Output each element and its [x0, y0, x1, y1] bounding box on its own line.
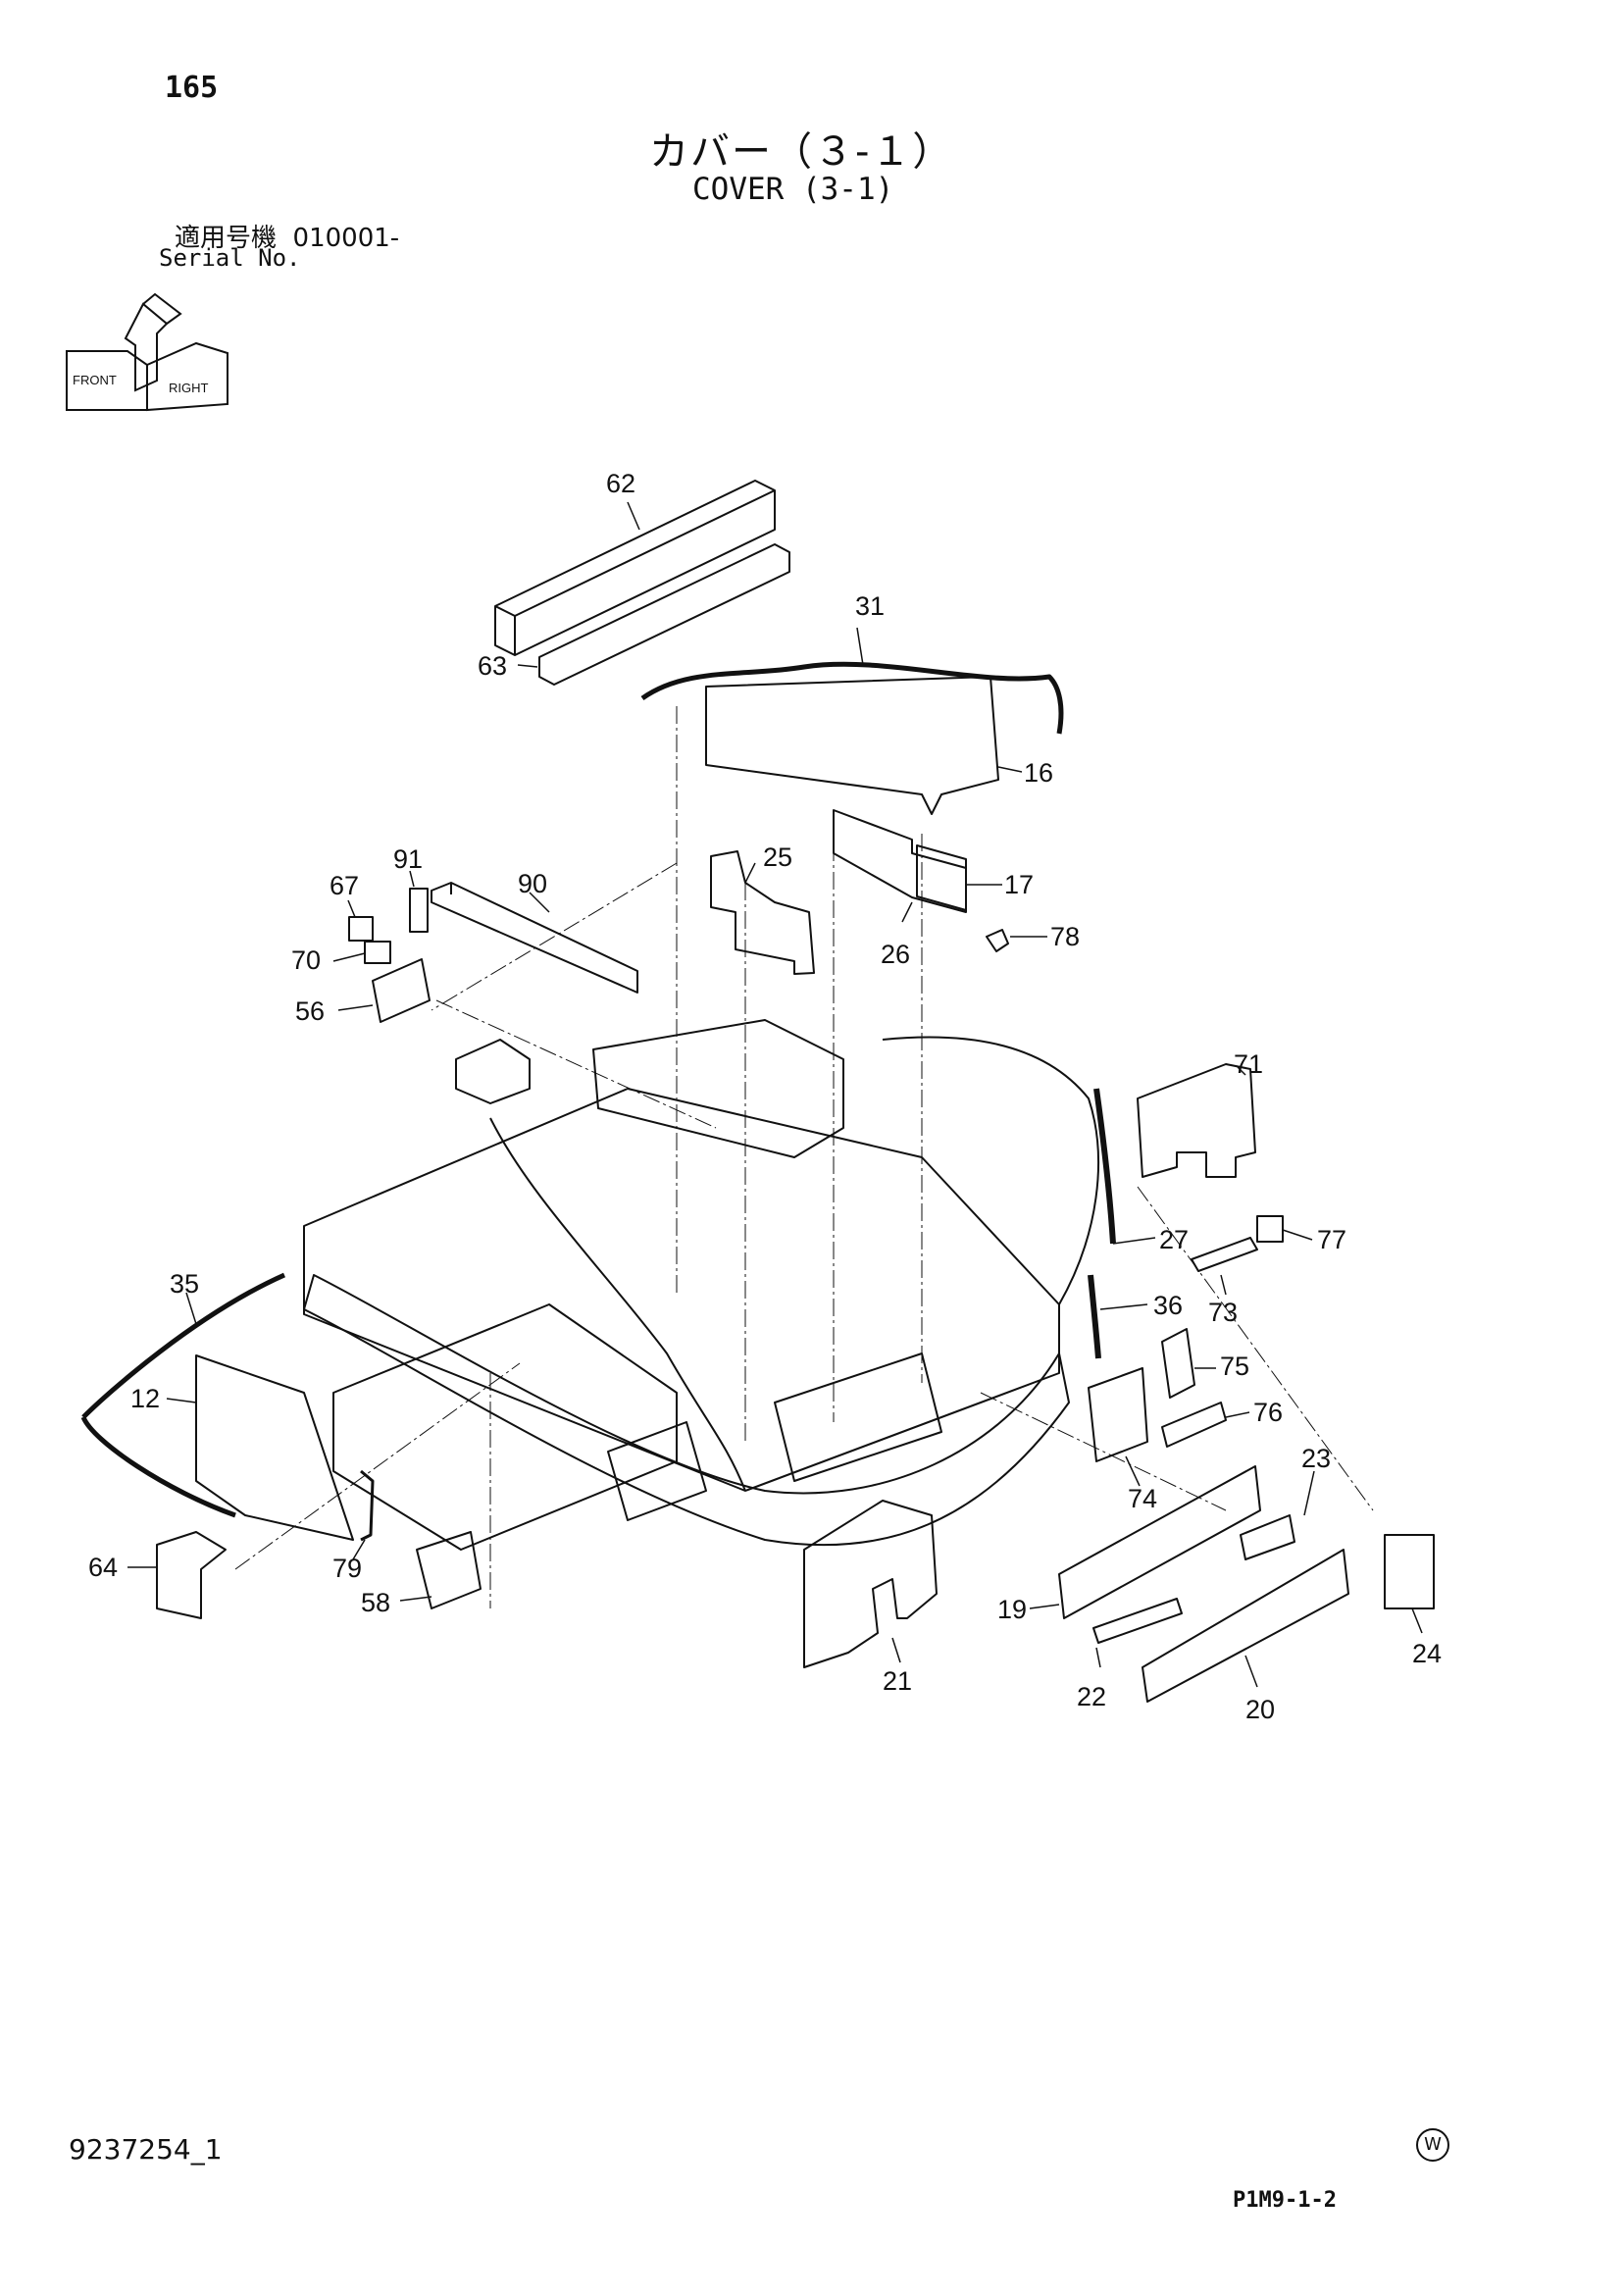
callout-56: 56 [295, 996, 325, 1026]
part-27-shape [1093, 1088, 1116, 1245]
orientation-cube-icon: FRONT RIGHT [66, 292, 228, 412]
callout-26: 26 [881, 940, 910, 969]
alignment-guides [234, 706, 1374, 1608]
part-31-shape [640, 661, 1064, 735]
callout-67: 67 [330, 871, 359, 900]
part-22-shape [1092, 1598, 1183, 1644]
document-number: 9237254_1 [69, 2133, 223, 2166]
title-japanese: カバー（３-１） [649, 129, 954, 175]
part-24-shape [1384, 1534, 1435, 1609]
callout-58: 58 [361, 1588, 390, 1617]
part-36-shape [1088, 1274, 1101, 1359]
title-english: COVER (3-1) [692, 172, 894, 207]
part-79-shape [360, 1469, 375, 1542]
part-21-shape [803, 1500, 938, 1668]
part-77-shape [1256, 1215, 1284, 1243]
callout-35: 35 [170, 1269, 199, 1299]
callout-91: 91 [393, 844, 423, 874]
part-12-shape [195, 1354, 354, 1541]
callout-24: 24 [1412, 1639, 1442, 1668]
orientation-label-front: FRONT [73, 373, 117, 387]
main-frame-shape [303, 1019, 1099, 1551]
part-20-shape [1142, 1549, 1349, 1703]
callout-19: 19 [997, 1595, 1027, 1624]
part-70-shape [364, 941, 391, 964]
serial-label-japanese: 適用号機 010001- [175, 218, 399, 254]
callout-36: 36 [1153, 1291, 1183, 1320]
callout-70: 70 [291, 945, 321, 975]
part-78-shape [986, 929, 1009, 952]
leader-lines [127, 501, 1423, 1688]
callout-22: 22 [1077, 1682, 1106, 1711]
callout-63: 63 [478, 651, 507, 681]
callout-76: 76 [1253, 1398, 1283, 1427]
part-23-shape [1240, 1514, 1295, 1560]
part-64-shape [156, 1531, 227, 1619]
callout-77: 77 [1317, 1225, 1346, 1254]
part-63-shape [538, 543, 790, 686]
part-35-shape [80, 1272, 286, 1518]
part-19-shape [1058, 1465, 1261, 1619]
part-62-shape [494, 480, 776, 656]
callout-78: 78 [1050, 922, 1080, 951]
callout-62: 62 [606, 469, 635, 498]
serial-label-english: Serial No. [159, 244, 301, 272]
callout-17: 17 [1004, 870, 1034, 899]
part-73-shape [1191, 1237, 1258, 1272]
callout-64: 64 [88, 1553, 118, 1582]
part-90-shape [431, 882, 638, 994]
callout-73: 73 [1208, 1298, 1238, 1327]
page-number: 165 [165, 71, 219, 105]
callout-12: 12 [130, 1384, 160, 1413]
callouts: 62 31 63 16 91 90 25 67 17 78 70 26 56 7… [88, 469, 1442, 1724]
callout-23: 23 [1301, 1444, 1331, 1473]
part-16-shape [705, 676, 999, 815]
callout-71: 71 [1234, 1049, 1263, 1079]
callout-31: 31 [855, 591, 885, 621]
part-75-shape [1161, 1328, 1195, 1399]
callout-90: 90 [518, 869, 547, 898]
part-76-shape [1161, 1402, 1227, 1448]
callout-20: 20 [1245, 1695, 1275, 1724]
part-56-shape [372, 958, 431, 1023]
callout-21: 21 [883, 1666, 912, 1696]
callout-79: 79 [332, 1554, 362, 1583]
callout-27: 27 [1159, 1225, 1189, 1254]
callout-16: 16 [1024, 758, 1053, 788]
part-91-shape [409, 888, 429, 933]
callout-74: 74 [1128, 1484, 1157, 1513]
w-mark-icon: W [1416, 2128, 1449, 2162]
part-67-shape [348, 916, 374, 942]
serial-value: 010001- [292, 224, 400, 253]
part-17-shape [833, 809, 967, 913]
part-71-shape [1137, 1063, 1256, 1178]
callout-75: 75 [1220, 1352, 1249, 1381]
part-74-shape [1088, 1367, 1148, 1462]
page-code: P1M9-1-2 [1233, 2188, 1337, 2213]
part-25-shape [710, 850, 815, 975]
callout-25: 25 [763, 842, 792, 872]
orientation-label-right: RIGHT [169, 381, 209, 395]
serial-label-jp-text: 適用号機 [175, 224, 278, 253]
part-58-shape [416, 1531, 482, 1609]
